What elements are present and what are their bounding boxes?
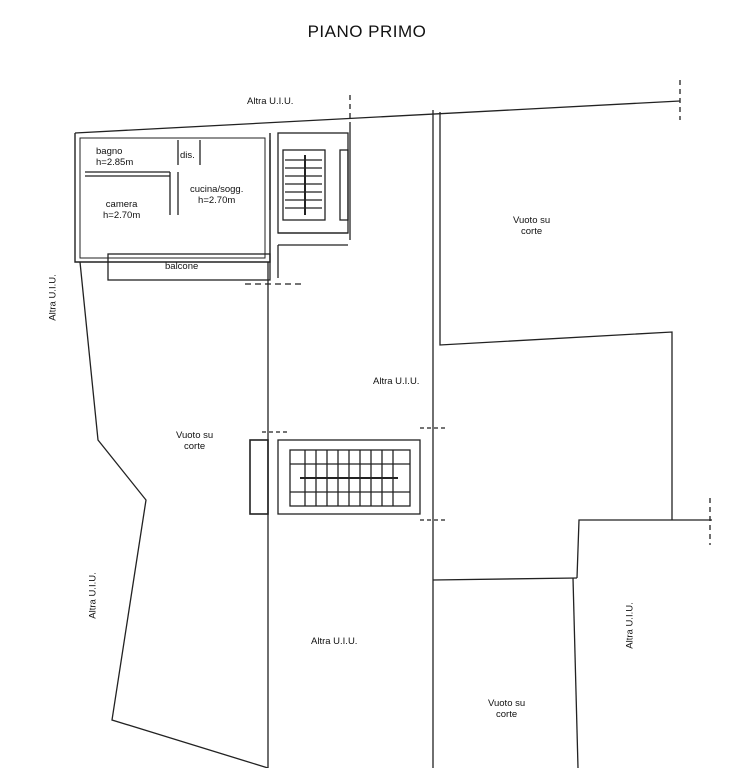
top-boundary-line bbox=[74, 100, 681, 134]
plan-title: PIANO PRIMO bbox=[307, 22, 427, 41]
balcony bbox=[107, 253, 271, 281]
label-altra-center: Altra U.I.U. bbox=[373, 376, 420, 387]
stair-block-top bbox=[277, 132, 349, 234]
vuoto-top-right-outline bbox=[439, 112, 673, 520]
left-courtyard-outline bbox=[79, 261, 269, 768]
room-dis: dis. bbox=[180, 150, 195, 161]
label-altra-right: Altra U.I.U. bbox=[624, 602, 636, 649]
stair-block-center bbox=[249, 439, 269, 515]
label-altra-left: Altra U.I.U. bbox=[47, 274, 59, 321]
room-cucina: cucina/sogg.h=2.70m bbox=[190, 184, 244, 206]
label-altra-bottom-center: Altra U.I.U. bbox=[311, 636, 358, 647]
label-altra-top: Altra U.I.U. bbox=[247, 96, 294, 107]
label-altra-bottom-left: Altra U.I.U. bbox=[87, 572, 99, 619]
room-balcone: balcone bbox=[165, 261, 199, 272]
